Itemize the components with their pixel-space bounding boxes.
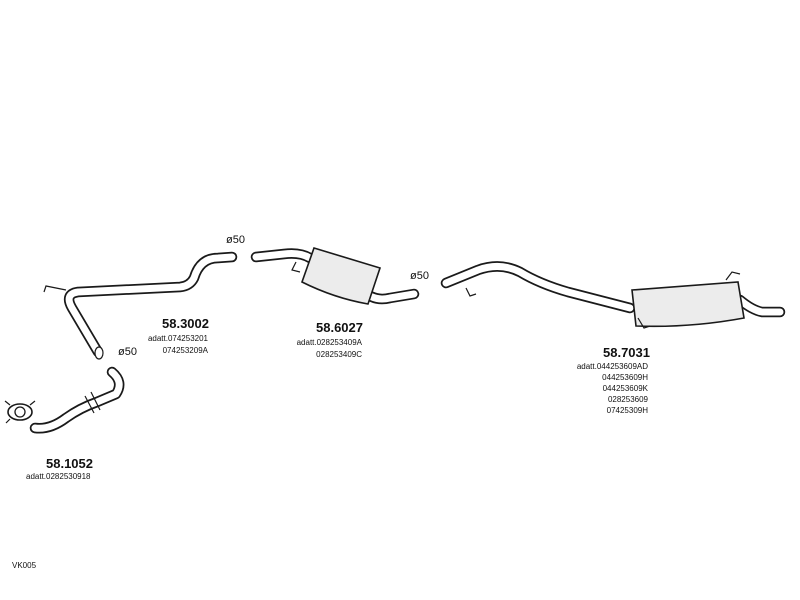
part-ref-58-7031-4: 028253609 [607, 395, 648, 404]
diameter-label-mid: ø50 [226, 234, 245, 246]
part-number-58-1052: 58.1052 [46, 456, 93, 471]
part-58-7031-rear-muffler [440, 261, 786, 329]
part-number-58-7031: 58.7031 [603, 345, 650, 360]
part-ref-58-7031-5: 07425309H [606, 406, 648, 415]
part-ref-58-1052-1: adatt.0282530918 [26, 472, 91, 481]
diameter-label-front: ø50 [118, 346, 137, 358]
part-number-58-3002: 58.3002 [162, 316, 209, 331]
part-ref-58-7031-3: 044253609K [602, 384, 648, 393]
part-number-58-6027: 58.6027 [316, 320, 363, 335]
diameter-label-rear: ø50 [410, 270, 429, 282]
part-58-1052-front-pipe [4, 366, 125, 434]
part-58-3002-intermediate-pipe [43, 251, 238, 360]
part-ref-58-3002-2: 074253209A [162, 346, 208, 355]
diagram-code: VK005 [12, 561, 37, 570]
part-ref-58-7031-1: adatt.044253609AD [576, 362, 648, 371]
part-ref-58-7031-2: 044253609H [602, 373, 648, 382]
part-58-6027-front-muffler [250, 247, 420, 305]
part-ref-58-6027-2: 028253409C [316, 350, 362, 359]
part-ref-58-3002-1: adatt.074253201 [147, 334, 208, 343]
part-ref-58-6027-1: adatt.028253409A [296, 338, 362, 347]
